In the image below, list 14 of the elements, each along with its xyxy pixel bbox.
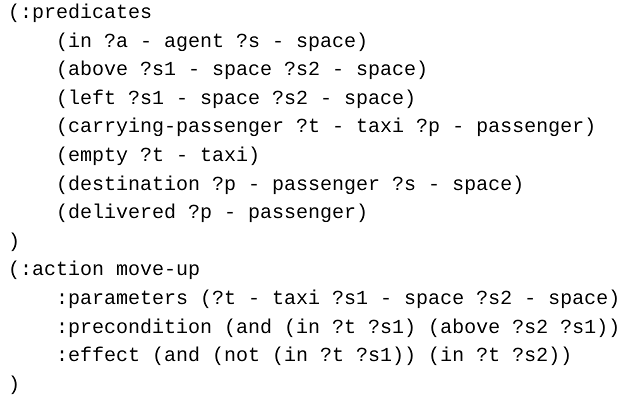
code-line: (left ?s1 - space ?s2 - space): [56, 88, 416, 112]
code-line: ): [8, 374, 20, 398]
code-line: (in ?a - agent ?s - space): [56, 30, 368, 55]
code-line: (:action move-up: [8, 259, 200, 284]
code-line: ): [8, 230, 20, 255]
code-line: (delivered ?p - passenger): [56, 202, 368, 226]
code-line: (destination ?p - passenger ?s - space): [56, 174, 524, 198]
code-line: (empty ?t - taxi): [56, 145, 260, 169]
code-line: (:predicates: [8, 2, 152, 26]
code-line: (above ?s1 - space ?s2 - space): [56, 59, 428, 84]
code-line: :effect (and (not (in ?t ?s1)) (in ?t ?s2)): [56, 345, 572, 370]
code-line: :precondition (and (in ?t ?s1) (above ?s2 ?s1)): [56, 316, 620, 341]
code-line: (carrying-passenger ?t - taxi ?p - passenger): [56, 116, 596, 140]
code-line: :parameters (?t - taxi ?s1 - space ?s2 - space): [56, 288, 620, 312]
